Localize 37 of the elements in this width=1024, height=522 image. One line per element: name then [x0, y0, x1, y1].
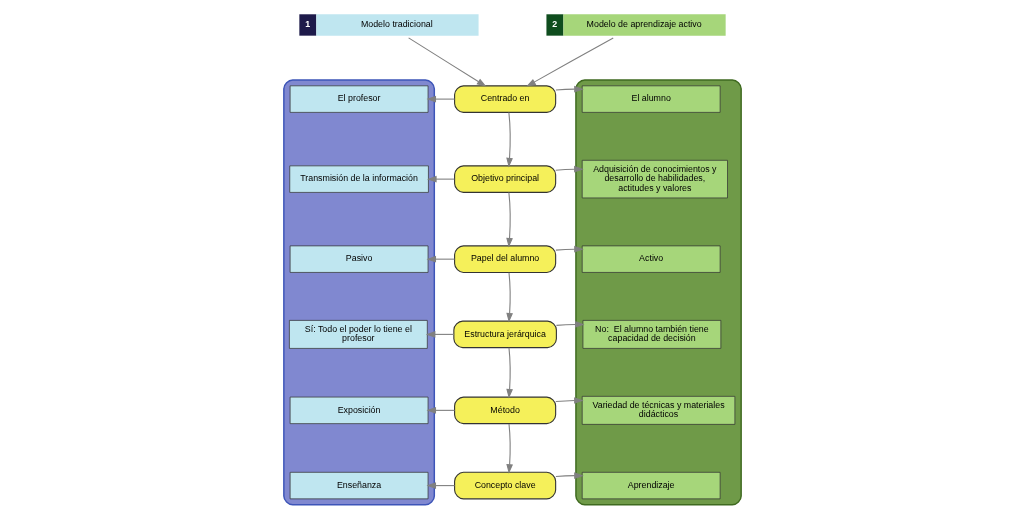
- node-box: Método: [453, 396, 556, 425]
- arrow: [554, 165, 584, 173]
- arrow: [425, 255, 455, 263]
- arrow: [425, 482, 455, 489]
- node-box: El alumno: [581, 85, 720, 113]
- node-box: Activo: [581, 245, 720, 273]
- node-box: Sí: Todo el poder lo tiene el profesor: [288, 320, 428, 349]
- node-box: Papel del alumno: [453, 245, 556, 273]
- arrow: [407, 37, 486, 87]
- node-box: Transmisión de la información: [288, 165, 429, 193]
- node-box: Aprendizaje: [581, 471, 720, 500]
- arrow: [525, 37, 614, 87]
- arrow: [554, 472, 584, 480]
- node-box: El profesor: [289, 85, 428, 113]
- arrow: [425, 331, 454, 338]
- node-box: Concepto clave: [453, 471, 556, 500]
- arrow: [505, 423, 513, 474]
- arrow: [554, 85, 584, 93]
- node-box: Enseñanza: [289, 471, 428, 500]
- arrow: [425, 407, 455, 414]
- node-box: Centrado en: [453, 85, 556, 113]
- node-box: Adquisición de conocimientos y desarrollo de habilidades, actitudes y valores: [581, 159, 728, 199]
- arrow: [426, 175, 455, 183]
- node-box: No: El alumno también tiene capacidad de decisión: [582, 320, 721, 349]
- arrow: [554, 397, 584, 404]
- node-box: Variedad de técnicas y materiales didácticos: [581, 396, 735, 425]
- node-box: Pasivo: [289, 245, 428, 273]
- arrow: [554, 245, 584, 253]
- arrow: [555, 321, 585, 328]
- arrow: [505, 347, 513, 399]
- arrow: [505, 272, 513, 323]
- arrow: [505, 111, 513, 168]
- arrow: [425, 95, 455, 103]
- node-box: Exposición: [289, 396, 428, 424]
- node-box: Objetivo principal: [453, 165, 556, 193]
- arrow: [505, 191, 513, 248]
- node-box: Estructura jerárquica: [452, 320, 557, 349]
